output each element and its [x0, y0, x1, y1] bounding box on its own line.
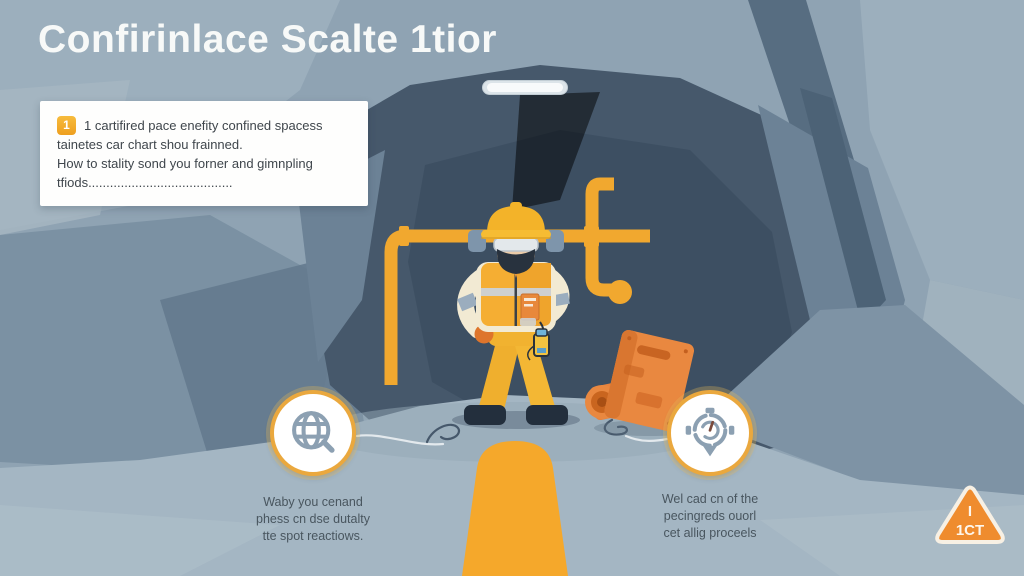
feature-globe-badge [270, 390, 356, 476]
safety-goggles [493, 237, 539, 252]
gas-detector-device [527, 321, 550, 361]
card-text-line-4: tfiods..................................… [57, 175, 233, 190]
warning-exclamation: I [968, 503, 972, 520]
card-text-line-2: tainetes car chart shou frainned. [57, 137, 243, 152]
worker-illustration [452, 202, 580, 429]
boot-left [464, 405, 506, 425]
hard-hat [487, 206, 545, 233]
feature-gauge-badge [667, 390, 753, 476]
walkway-path [462, 441, 568, 576]
respirator-beard [497, 249, 535, 274]
warning-label: 1CT [956, 522, 984, 539]
caption-line: pecingreds ouorl [663, 509, 757, 523]
feature-globe-caption: Waby you cenand phess cn dse dutalty tte… [213, 494, 413, 545]
tunnel-light [482, 80, 568, 95]
globe-search-icon [292, 411, 335, 453]
caption-line: cet allig proceels [663, 526, 757, 540]
caption-line: phess cn dse dutalty [256, 512, 370, 526]
caption-line: tte spot reactiows. [262, 529, 364, 543]
warning-triangle-shape [935, 485, 1005, 544]
page-title: Confirinlace Scalte 1tior [38, 18, 497, 61]
caption-line: Waby you cenand [263, 495, 363, 509]
card-text-line-1: 1 cartifired pace enefity confined space… [84, 118, 323, 133]
step-number-badge: 1 [57, 116, 76, 135]
boot-right [526, 405, 568, 425]
equipment-box [604, 330, 695, 432]
pipe-end-ball [608, 280, 632, 304]
caption-line: Wel cad cn of the [661, 492, 759, 506]
floor-cables [355, 418, 669, 446]
chest-badge [520, 293, 540, 321]
feature-gauge-caption: Wel cad cn of the pecingreds ouorl cet a… [610, 491, 810, 542]
warning-triangle-badge: I 1CT [935, 485, 1005, 544]
pipe-fittings [399, 226, 632, 304]
gauge-gear-icon [685, 407, 735, 457]
card-text-line-3: How to stality sond you forner and gimnp… [57, 156, 313, 171]
info-card: 1 1 cartifired pace enefity confined spa… [40, 101, 368, 206]
